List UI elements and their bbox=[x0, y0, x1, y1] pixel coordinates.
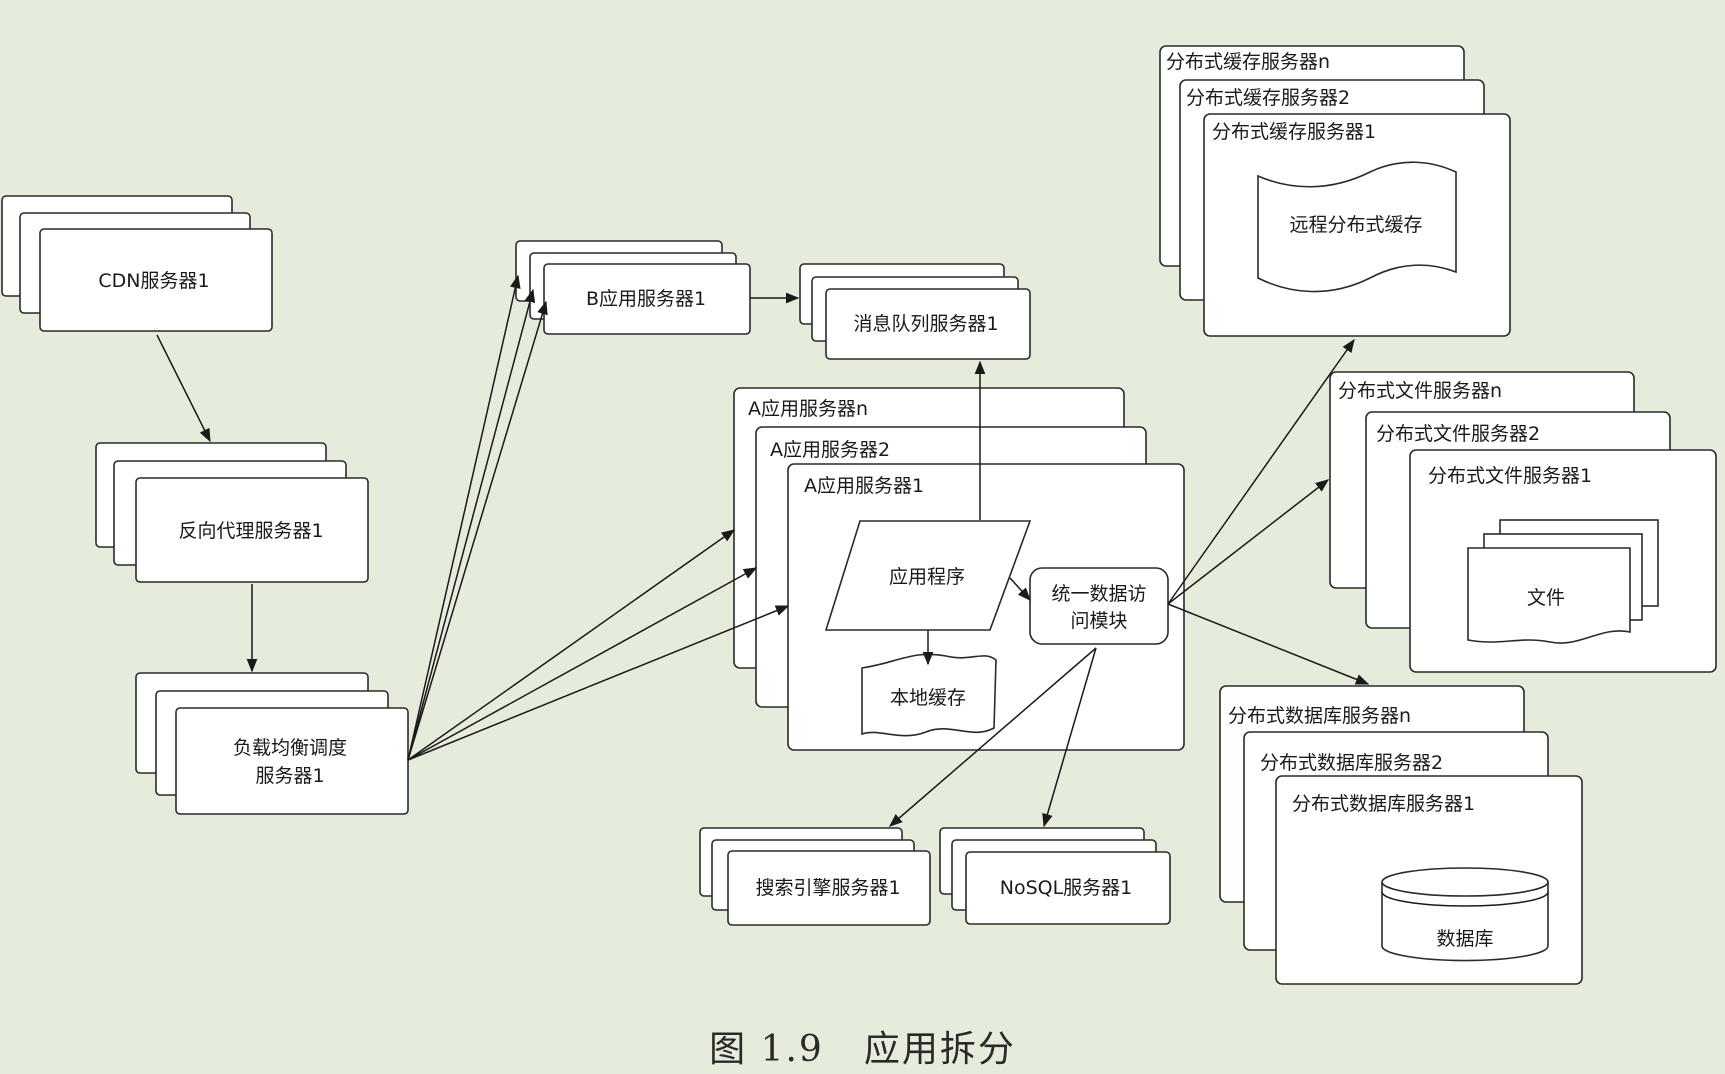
app-program-label: 应用程序 bbox=[889, 566, 965, 588]
data-access-module-box bbox=[1029, 567, 1169, 645]
file-server-1-label: 分布式文件服务器1 bbox=[1428, 465, 1592, 487]
data-access-label-line2: 问模块 bbox=[1070, 610, 1127, 632]
b-app-server-stack: B应用服务器1 bbox=[515, 240, 751, 335]
remote-cache-label: 远程分布式缓存 bbox=[1289, 214, 1422, 236]
distributed-cache-server-stack: 分布式缓存服务器n 分布式缓存服务器2 分布式缓存服务器1 远程分布式缓存 bbox=[1159, 45, 1511, 337]
database-cylinder-icon bbox=[1381, 867, 1549, 962]
figure-title: 应用拆分 bbox=[863, 1029, 1016, 1070]
distributed-file-server-stack: 分布式文件服务器n 分布式文件服务器2 分布式文件服务器1 文件 bbox=[1329, 371, 1717, 673]
reverse-proxy-server-stack: 反向代理服务器1 bbox=[95, 442, 369, 583]
cdn-server-label: CDN服务器1 bbox=[98, 270, 209, 292]
db-server-2-label: 分布式数据库服务器2 bbox=[1260, 752, 1443, 774]
reverse-proxy-server-label: 反向代理服务器1 bbox=[178, 520, 323, 542]
file-document-icon bbox=[1467, 519, 1659, 644]
message-queue-server-label: 消息队列服务器1 bbox=[853, 313, 998, 335]
b-app-server-label: B应用服务器1 bbox=[586, 288, 706, 310]
cache-server-2-label: 分布式缓存服务器2 bbox=[1186, 87, 1350, 109]
db-server-n-label: 分布式数据库服务器n bbox=[1228, 705, 1411, 727]
local-cache-label: 本地缓存 bbox=[890, 687, 966, 709]
data-access-label-line1: 统一数据访 bbox=[1051, 583, 1146, 605]
a-app-server-2-label: A应用服务器2 bbox=[770, 439, 890, 461]
db-server-1-label: 分布式数据库服务器1 bbox=[1292, 793, 1475, 815]
search-engine-server-stack: 搜索引擎服务器1 bbox=[699, 827, 931, 926]
figure-number: 图 1.9 bbox=[709, 1029, 824, 1070]
nosql-server-stack: NoSQL服务器1 bbox=[939, 827, 1171, 925]
load-balancer-label-line2: 服务器1 bbox=[255, 765, 324, 787]
file-server-n-label: 分布式文件服务器n bbox=[1338, 380, 1502, 402]
search-engine-server-label: 搜索引擎服务器1 bbox=[755, 877, 900, 899]
a-app-server-1-label: A应用服务器1 bbox=[804, 475, 924, 497]
load-balancer-label-line1: 负载均衡调度 bbox=[233, 737, 347, 759]
local-cache-shape bbox=[861, 653, 997, 737]
cache-server-1-label: 分布式缓存服务器1 bbox=[1212, 121, 1376, 143]
message-queue-server-stack: 消息队列服务器1 bbox=[799, 263, 1031, 360]
cache-server-n-label: 分布式缓存服务器n bbox=[1166, 51, 1330, 73]
nosql-server-label: NoSQL服务器1 bbox=[1000, 877, 1133, 899]
database-label: 数据库 bbox=[1436, 928, 1493, 950]
load-balancer-server-stack: 负载均衡调度 服务器1 bbox=[135, 672, 409, 815]
cdn-server-stack: CDN服务器1 bbox=[1, 195, 273, 332]
figure-caption: 图 1.9 应用拆分 bbox=[0, 1020, 1725, 1072]
file-server-2-label: 分布式文件服务器2 bbox=[1376, 423, 1540, 445]
distributed-database-server-stack: 分布式数据库服务器n 分布式数据库服务器2 分布式数据库服务器1 数据库 bbox=[1219, 685, 1583, 985]
a-app-server-stack: A应用服务器n A应用服务器2 A应用服务器1 应用程序 本地缓存 统一数据访 … bbox=[733, 387, 1185, 751]
remote-cache-shape bbox=[1257, 161, 1457, 293]
file-label: 文件 bbox=[1527, 587, 1565, 609]
app-program-shape bbox=[824, 520, 1032, 631]
a-app-server-n-label: A应用服务器n bbox=[748, 398, 868, 420]
connection-arrows bbox=[156, 274, 1370, 828]
